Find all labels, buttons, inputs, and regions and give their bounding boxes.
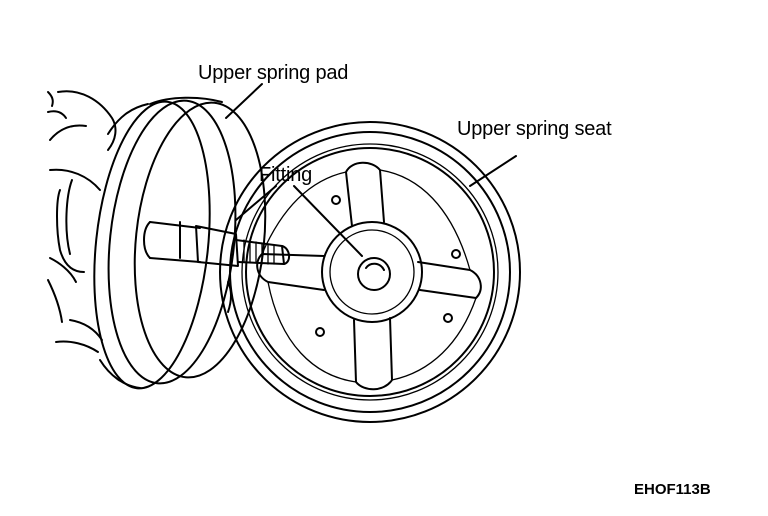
figure-code: EHOF113B [634,481,711,498]
upper-spring-pad [93,96,267,390]
leader-upper-spring-seat [469,155,517,187]
coil-spring [47,90,117,353]
leader-upper-spring-pad [225,83,263,119]
label-upper-spring-seat: Upper spring seat [457,118,612,140]
label-upper-spring-pad: Upper spring pad [198,62,349,84]
strut-rod [143,221,201,263]
leader-fitting-to-hub [293,185,363,257]
upper-spring-seat [219,121,521,423]
label-fitting: Fitting [259,164,313,186]
leader-fitting-to-rod [235,185,277,221]
